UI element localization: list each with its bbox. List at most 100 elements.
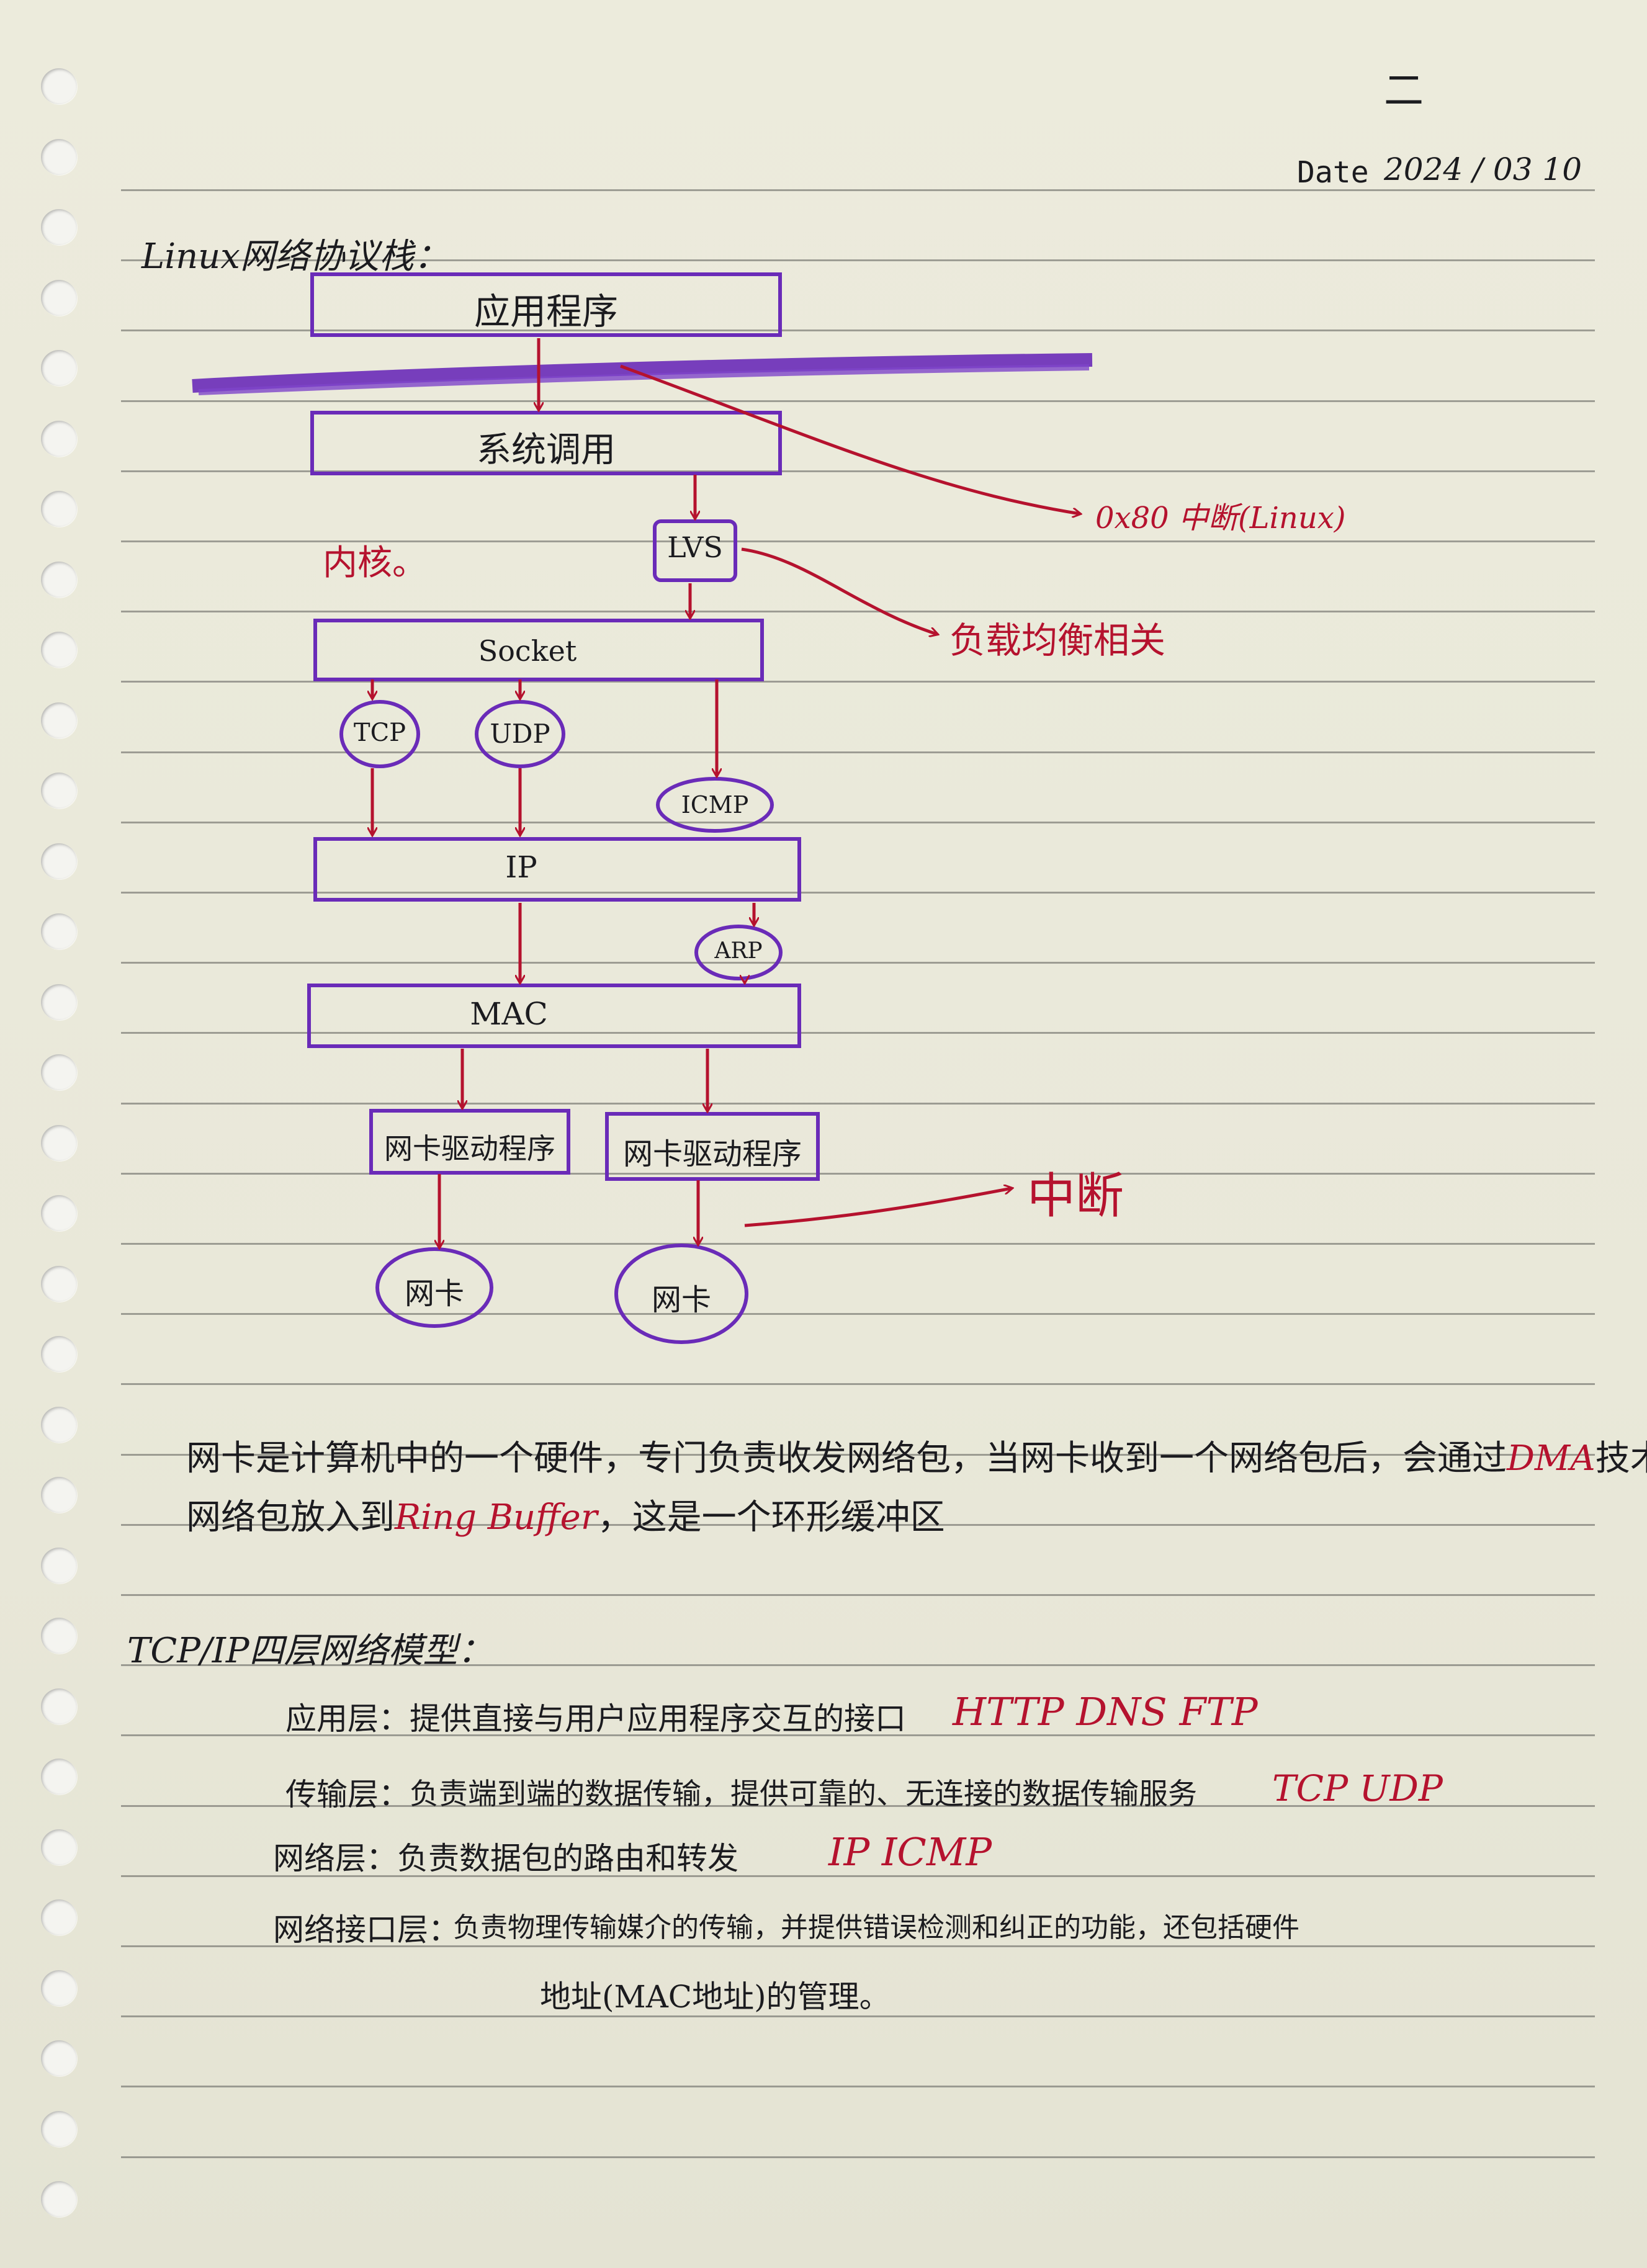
binder-hole bbox=[41, 1195, 77, 1231]
binder-hole bbox=[41, 1829, 77, 1865]
nic-paragraph-text-1a: 网卡是计算机中的一个硬件，专门负责收发网络包，当网卡收到一个网络包后，会通过 bbox=[186, 1438, 1507, 1479]
icmp-ellipse bbox=[656, 777, 774, 833]
ruled-line bbox=[121, 1524, 1595, 1526]
ruled-line bbox=[121, 1243, 1595, 1245]
ruled-line bbox=[121, 1664, 1595, 1666]
mac-box bbox=[307, 984, 801, 1048]
binder-hole bbox=[41, 1899, 77, 1935]
ruled-line bbox=[121, 1945, 1595, 1947]
ruled-line bbox=[121, 751, 1595, 753]
nic-paragraph-line-1: 网卡是计算机中的一个硬件，专门负责收发网络包，当网卡收到一个网络包后，会通过DM… bbox=[186, 1430, 1647, 1481]
ruled-line bbox=[121, 400, 1595, 402]
lvs-box-label: LVS bbox=[667, 531, 723, 564]
page-mark: 二 bbox=[1384, 68, 1424, 114]
ruled-line bbox=[121, 1173, 1595, 1175]
ip-box bbox=[313, 837, 801, 902]
ruled-line bbox=[121, 329, 1595, 331]
ruled-line bbox=[121, 962, 1595, 964]
binder-hole bbox=[41, 421, 77, 457]
binder-hole bbox=[41, 1266, 77, 1302]
driver-2-label: 网卡驱动程序 bbox=[622, 1137, 802, 1172]
interrupt-0x80-note: 0x80 中断(Linux) bbox=[1095, 501, 1346, 536]
arp-ellipse bbox=[694, 925, 783, 980]
binder-hole bbox=[41, 1688, 77, 1724]
app-box bbox=[310, 272, 782, 337]
binder-hole bbox=[41, 139, 77, 175]
socket-box bbox=[313, 619, 764, 681]
flow-arrows bbox=[372, 338, 1080, 1247]
binder-hole bbox=[41, 2181, 77, 2217]
udp-label: UDP bbox=[490, 719, 550, 749]
ruled-line bbox=[121, 1032, 1595, 1034]
binder-hole bbox=[41, 702, 77, 738]
ruled-line bbox=[121, 470, 1595, 472]
model-row-label-0: 应用层： bbox=[285, 1701, 410, 1737]
syscall-box bbox=[310, 411, 782, 475]
date-label: Date bbox=[1297, 155, 1369, 190]
binder-hole bbox=[41, 2040, 77, 2076]
section-title-linux-stack: Linux网络协议栈： bbox=[141, 236, 449, 277]
ruled-line bbox=[121, 1103, 1595, 1105]
model-row-protocols-1: TCP UDP bbox=[1272, 1767, 1443, 1809]
binder-hole bbox=[41, 1407, 77, 1443]
ruled-line bbox=[121, 1454, 1595, 1456]
ip-box-label: IP bbox=[505, 850, 537, 885]
nic-paragraph-text-2b: ，这是一个环形缓冲区 bbox=[597, 1497, 945, 1538]
binder-hole bbox=[41, 1618, 77, 1654]
binder-hole bbox=[41, 350, 77, 386]
model-row-label-1: 传输层： bbox=[285, 1777, 410, 1813]
binder-hole bbox=[41, 2111, 77, 2147]
ruled-line bbox=[121, 1805, 1595, 1807]
binder-hole bbox=[41, 1477, 77, 1513]
binder-hole bbox=[41, 1054, 77, 1090]
icmp-label: ICMP bbox=[681, 791, 749, 818]
nic-paragraph-text-2a: 网络包放入到 bbox=[186, 1497, 395, 1538]
model-row-label-3: 网络接口层： bbox=[273, 1912, 459, 1948]
ruled-line bbox=[121, 1594, 1595, 1596]
binder-hole bbox=[41, 1336, 77, 1372]
kernel-label: 内核。 bbox=[323, 543, 427, 583]
binder-hole bbox=[41, 984, 77, 1020]
binder-hole bbox=[41, 1759, 77, 1795]
driver-box-2 bbox=[605, 1112, 820, 1181]
arp-label: ARP bbox=[714, 938, 763, 964]
ruled-line bbox=[121, 2086, 1595, 2087]
binder-hole bbox=[41, 491, 77, 527]
dma-term: DMA bbox=[1507, 1438, 1595, 1479]
ruled-line bbox=[121, 259, 1595, 261]
nic-2-label: 网卡 bbox=[651, 1283, 711, 1317]
tcp-ellipse bbox=[339, 700, 420, 768]
ring-buffer-term: Ring Buffer bbox=[395, 1497, 598, 1538]
model-row-desc-1: 负责端到端的数据传输，提供可靠的、无连接的数据传输服务 bbox=[410, 1777, 1197, 1811]
nic-paragraph-text-1b: 技术，将 bbox=[1595, 1438, 1647, 1479]
interrupt-note: 中断 bbox=[1027, 1168, 1124, 1224]
driver-1-label: 网卡驱动程序 bbox=[384, 1132, 555, 1165]
driver-box-1 bbox=[369, 1109, 570, 1175]
date-value: 2024 / 03 10 bbox=[1384, 151, 1582, 187]
ruled-line bbox=[121, 1875, 1595, 1877]
model-row-desc-3: 负责物理传输媒介的传输，并提供错误检测和纠正的功能，还包括硬件 bbox=[453, 1912, 1299, 1943]
nic-paragraph-line-2: 网络包放入到Ring Buffer，这是一个环形缓冲区 bbox=[186, 1489, 945, 1540]
model-row-continuation: 地址(MAC地址)的管理。 bbox=[540, 1979, 891, 2015]
load-balance-note: 负载均衡相关 bbox=[949, 619, 1166, 661]
ruled-line bbox=[121, 1313, 1595, 1315]
ruled-line bbox=[121, 892, 1595, 894]
binder-hole bbox=[41, 1970, 77, 2006]
binder-hole bbox=[41, 843, 77, 879]
ruled-line bbox=[121, 1734, 1595, 1736]
app-box-label: 应用程序 bbox=[473, 290, 618, 333]
binder-hole bbox=[41, 913, 77, 949]
tcp-label: TCP bbox=[353, 719, 406, 747]
syscall-box-label: 系统调用 bbox=[477, 430, 616, 470]
ruled-line bbox=[121, 611, 1595, 612]
ruled-line bbox=[121, 540, 1595, 542]
model-row-label-2: 网络层： bbox=[273, 1840, 397, 1876]
ruled-line bbox=[121, 189, 1595, 191]
lvs-box bbox=[653, 519, 737, 582]
binder-hole bbox=[41, 773, 77, 809]
ruled-line bbox=[121, 2015, 1595, 2017]
binder-hole bbox=[41, 1125, 77, 1161]
udp-ellipse bbox=[475, 700, 565, 768]
